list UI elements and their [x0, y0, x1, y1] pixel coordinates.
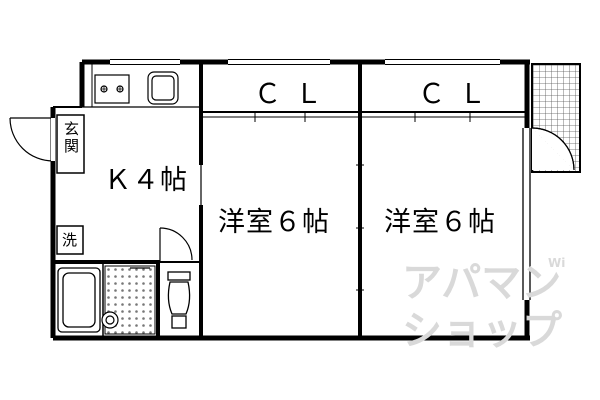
bath-door — [159, 227, 193, 262]
kitchen-sink — [147, 71, 179, 105]
entrance-door — [9, 114, 85, 174]
interior-walls — [53, 62, 527, 338]
top-window-frames — [110, 59, 500, 65]
washer-label: 洗 — [62, 231, 78, 249]
partition-ticks — [356, 164, 364, 291]
stove — [94, 74, 130, 104]
wash-basin — [101, 267, 150, 329]
entrance-char-2: 関 — [63, 137, 79, 155]
bathtub — [57, 267, 101, 333]
watermark-line1: アパマン — [402, 260, 562, 306]
watermark-small: Wi — [548, 256, 566, 270]
watermark-line2: ショップ — [402, 308, 562, 354]
western-room-left-label: 洋室６帖 — [218, 207, 330, 238]
closet-right-label: ＣＬ — [418, 79, 500, 110]
balcony — [531, 63, 581, 173]
western-room-right-label: 洋室６帖 — [384, 207, 496, 238]
entrance-char-1: 玄 — [63, 120, 79, 138]
entrance-label: 玄 関 — [63, 121, 80, 155]
toilet — [167, 271, 191, 329]
closet-left-label: ＣＬ — [254, 79, 336, 110]
kitchen-label: Ｋ４帖 — [104, 165, 188, 196]
washer-spot — [56, 225, 84, 255]
